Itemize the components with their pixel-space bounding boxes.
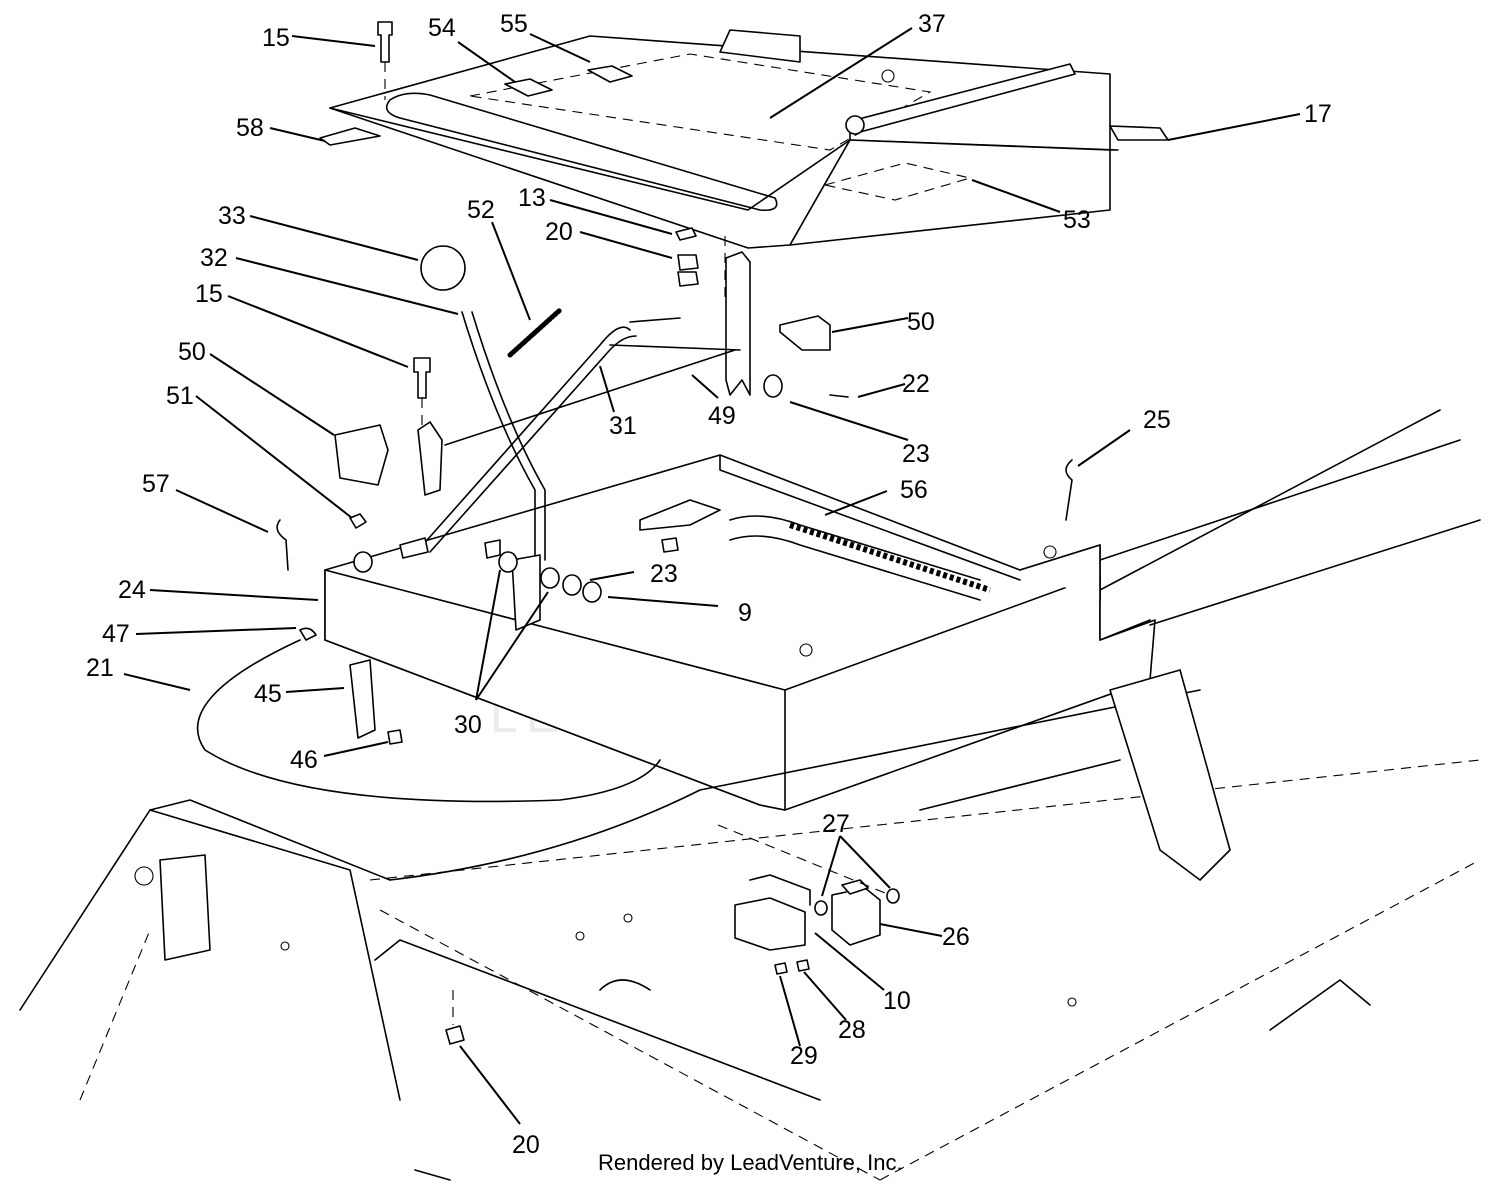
callout-20-lower: 20 [512, 1131, 540, 1159]
callout-31: 31 [609, 412, 637, 440]
nut-20-frame [445, 1025, 465, 1045]
callout-51: 51 [166, 382, 194, 410]
spring-52 [507, 307, 563, 358]
callout-23-lower: 23 [650, 560, 678, 588]
screw-46 [387, 729, 403, 745]
callout-33: 33 [218, 202, 246, 230]
callout-49: 49 [708, 402, 736, 430]
cotter-pin-25 [1065, 459, 1073, 521]
callout-56: 56 [900, 476, 928, 504]
bracket-45 [349, 659, 376, 739]
bracket-50-right [779, 315, 831, 351]
callout-50-right: 50 [907, 308, 935, 336]
callout-45: 45 [254, 680, 282, 708]
callout-24: 24 [118, 576, 146, 604]
seat-spring [729, 515, 991, 601]
callout-15: 15 [262, 24, 290, 52]
callout-13: 13 [518, 184, 546, 212]
callout-58: 58 [236, 114, 264, 142]
bolt-15-mid [413, 357, 431, 399]
wire-harness-21 [196, 639, 661, 803]
rod-31 [609, 344, 741, 351]
seat-pan [319, 29, 1169, 249]
callout-53: 53 [1063, 206, 1091, 234]
callout-15-lever: 15 [195, 280, 223, 308]
rod-49 [444, 349, 736, 446]
latch-plate [417, 421, 443, 496]
seat-support-plate [324, 454, 1156, 811]
bolt-15-seat [377, 21, 393, 63]
callout-26: 26 [942, 923, 970, 951]
callout-25: 25 [1143, 406, 1171, 434]
callout-50-left: 50 [178, 338, 206, 366]
callout-17: 17 [1304, 100, 1332, 128]
callout-21: 21 [86, 654, 114, 682]
callout-30: 30 [454, 711, 482, 739]
callout-55: 55 [500, 10, 528, 38]
callout-47: 47 [102, 620, 130, 648]
leader-lines [123, 27, 1301, 1125]
callout-23-upper: 23 [902, 440, 930, 468]
callout-27: 27 [822, 810, 850, 838]
callout-10: 10 [883, 987, 911, 1015]
callout-22: 22 [902, 370, 930, 398]
callout-54: 54 [428, 14, 456, 42]
hardware [299, 227, 849, 641]
callout-57: 57 [142, 470, 170, 498]
callout-labels: 15 54 55 37 58 17 53 13 20 33 52 32 15 5… [86, 10, 1332, 1159]
bracket-50-left [334, 424, 389, 486]
tractor-frame [19, 409, 1481, 1181]
callout-20-upper: 20 [545, 218, 573, 246]
callout-46: 46 [290, 746, 318, 774]
callout-28: 28 [838, 1016, 866, 1044]
callout-52: 52 [467, 196, 495, 224]
seat-adjust-lever [419, 245, 637, 631]
callout-29: 29 [790, 1042, 818, 1070]
callout-9: 9 [738, 599, 752, 627]
callout-32: 32 [200, 244, 228, 272]
seat-hinge-bracket [724, 236, 751, 396]
switch-module [717, 824, 900, 975]
cotter-pin-57 [276, 519, 289, 571]
footer-credit: Rendered by LeadVenture, Inc. [598, 1150, 903, 1175]
callout-37: 37 [918, 10, 946, 38]
lever-knob [420, 245, 466, 291]
